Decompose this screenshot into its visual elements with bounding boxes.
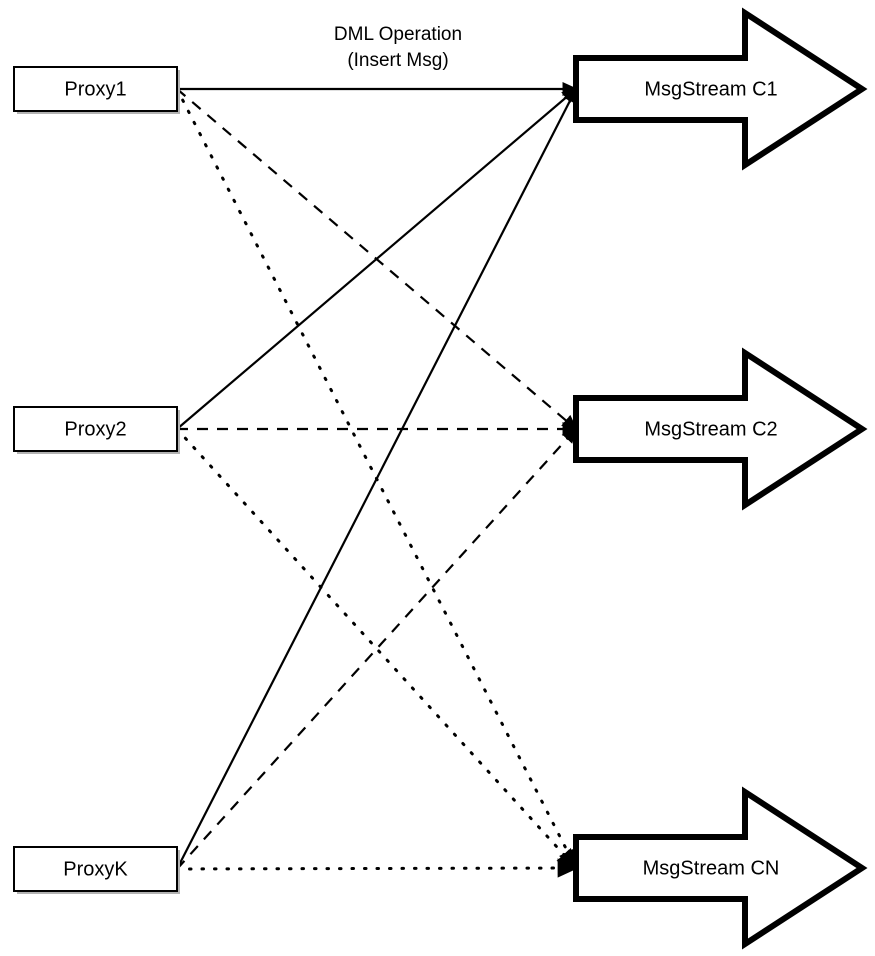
link-proxyk-to-cn[interactable] (175, 858, 579, 878)
proxy-node-proxyk[interactable]: ProxyK (13, 846, 180, 894)
proxy-box-shape (13, 406, 178, 452)
stream-node-3[interactable]: MsgStream CN (573, 786, 868, 950)
stream-node-1[interactable]: MsgStream C1 (573, 7, 868, 171)
stream-label: MsgStream CN (643, 857, 780, 879)
link-proxyk-to-c1[interactable] (176, 87, 577, 870)
proxy-label: ProxyK (63, 858, 128, 880)
proxy-label: Proxy2 (64, 418, 126, 440)
edge-label-line-2: (Insert Msg) (347, 50, 448, 71)
proxy-box-shape (13, 66, 178, 112)
edge-label-line-1: DML Operation (334, 24, 462, 45)
proxy-node-proxy2[interactable]: Proxy2 (13, 406, 180, 454)
proxy-node-proxy1[interactable]: Proxy1 (13, 66, 180, 114)
stream-label: MsgStream C1 (644, 78, 777, 100)
stream-label: MsgStream C2 (644, 418, 777, 440)
link-proxy2-to-cn[interactable] (175, 427, 578, 870)
link-proxy2-to-c1[interactable] (176, 87, 578, 430)
block-arrow-shape (573, 786, 868, 950)
proxy-box-shape (13, 846, 178, 892)
links-layer (175, 81, 579, 878)
block-arrow-shape (573, 347, 868, 511)
proxy-label: Proxy1 (64, 78, 126, 100)
stream-node-2[interactable]: MsgStream C2 (573, 347, 868, 511)
streams-layer: MsgStream C1 MsgStream C2 MsgStream CN (573, 7, 868, 950)
edge-label-dml-operation: DML Operation (Insert Msg) (334, 24, 462, 71)
block-arrow-shape (573, 7, 868, 171)
